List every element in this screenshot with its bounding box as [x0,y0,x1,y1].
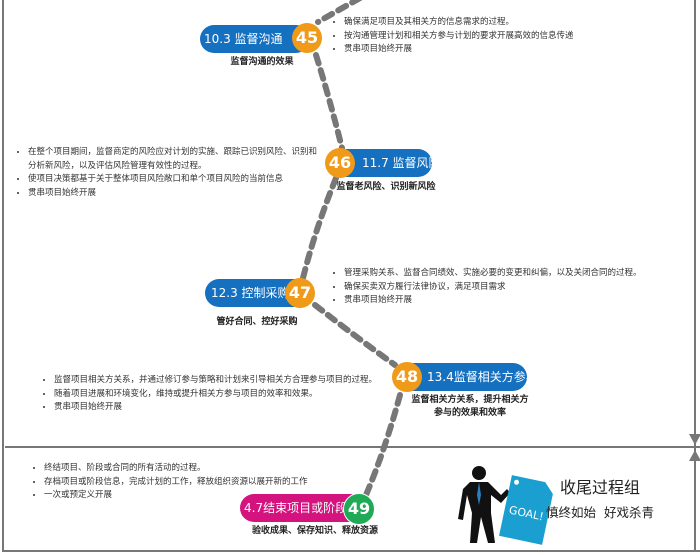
bullet: 贯串项目始终开展 [54,401,414,415]
process-bullets-46: 在整个项目期间，监督商定的风险应对计划的实施、跟踪已识别风险、识别和分析新风险，… [14,146,318,200]
process-name: 4.7结束项目或阶段 [244,501,348,515]
bullet: 按沟通管理计划和相关方参与计划的要求开展高效的信息传递 [344,30,700,44]
closing-group-title: 收尾过程组 [560,478,641,497]
process-name: 13.4监督相关方参与 [427,370,538,384]
bullet: 贯串项目始终开展 [344,294,700,308]
bullet: 使项目决策都基于关于整体项目风险敞口和单个项目风险的当前信息 [28,173,318,187]
subtitle-line: 监督相关方关系，提升相关方 [411,395,529,405]
process-number-45: 45 [292,23,322,53]
process-bullets-48: 监督项目相关方关系，并通过修订参与策略和计划来引导相关方合理参与项目的过程。 随… [40,374,414,415]
closing-group-slogan: 慎终如始 好戏杀青 [546,505,654,520]
process-number-47: 47 [285,278,315,308]
process-subtitle: 监督相关方关系，提升相关方 参与的效果和效率 [405,394,535,420]
group-separator [5,446,700,448]
process-subtitle: 监督老风险、识别新风险 [336,182,436,192]
subtitle-line: 参与的效果和效率 [433,408,506,418]
arrowheads-icon [689,434,700,461]
process-bullets-49: 终结项目、阶段或合同的所有活动的过程。 存档项目或阶段信息，完成计划的工作，释放… [30,462,374,503]
process-number-46: 46 [325,148,355,178]
process-name: 12.3 控制采购 [211,286,290,300]
process-subtitle: 管好合同、控好采购 [216,317,298,327]
bullet: 贯串项目始终开展 [28,187,318,201]
bullet: 在整个项目期间，监督商定的风险应对计划的实施、跟踪已识别风险、识别和分析新风险，… [28,146,318,173]
process-subtitle: 验收成果、保存知识、释放资源 [252,526,379,536]
bullet: 贯串项目始终开展 [344,43,700,57]
process-subtitle: 监督沟通的效果 [230,57,294,67]
vertical-span-arrow [694,0,696,552]
bullet: 终结项目、阶段或合同的所有活动的过程。 [44,462,374,476]
bullet: 随着项目进展和环境变化，维持或提升相关方参与项目的效率和效果。 [54,388,414,402]
process-number-49: 49 [343,493,375,525]
bullet: 存档项目或阶段信息，完成计划的工作，释放组织资源以展开新的工作 [44,476,374,490]
process-name: 10.3 监督沟通 [204,32,283,46]
process-bullets-45: 确保满足项目及其相关方的信息需求的过程。 按沟通管理计划和相关方参与计划的要求开… [330,16,700,57]
bullet: 确保买卖双方履行法律协议，满足项目需求 [344,281,700,295]
process-bullets-47: 管理采购关系、监督合同绩效、实施必要的变更和纠偏，以及关闭合同的过程。 确保买卖… [330,267,700,308]
bullet: 一次或预定义开展 [44,489,374,503]
bullet: 管理采购关系、监督合同绩效、实施必要的变更和纠偏，以及关闭合同的过程。 [344,267,700,281]
goal-figure-icon: GOAL! [458,466,553,545]
bullet: 确保满足项目及其相关方的信息需求的过程。 [344,16,700,30]
process-number-48: 48 [392,362,422,392]
bottom-border [2,550,700,552]
bullet: 监督项目相关方关系，并通过修订参与策略和计划来引导相关方合理参与项目的过程。 [54,374,414,388]
process-pill-10-3: 10.3 监督沟通 [200,25,310,53]
process-name: 11.7 监督风险 [362,156,441,170]
left-border [2,0,4,552]
